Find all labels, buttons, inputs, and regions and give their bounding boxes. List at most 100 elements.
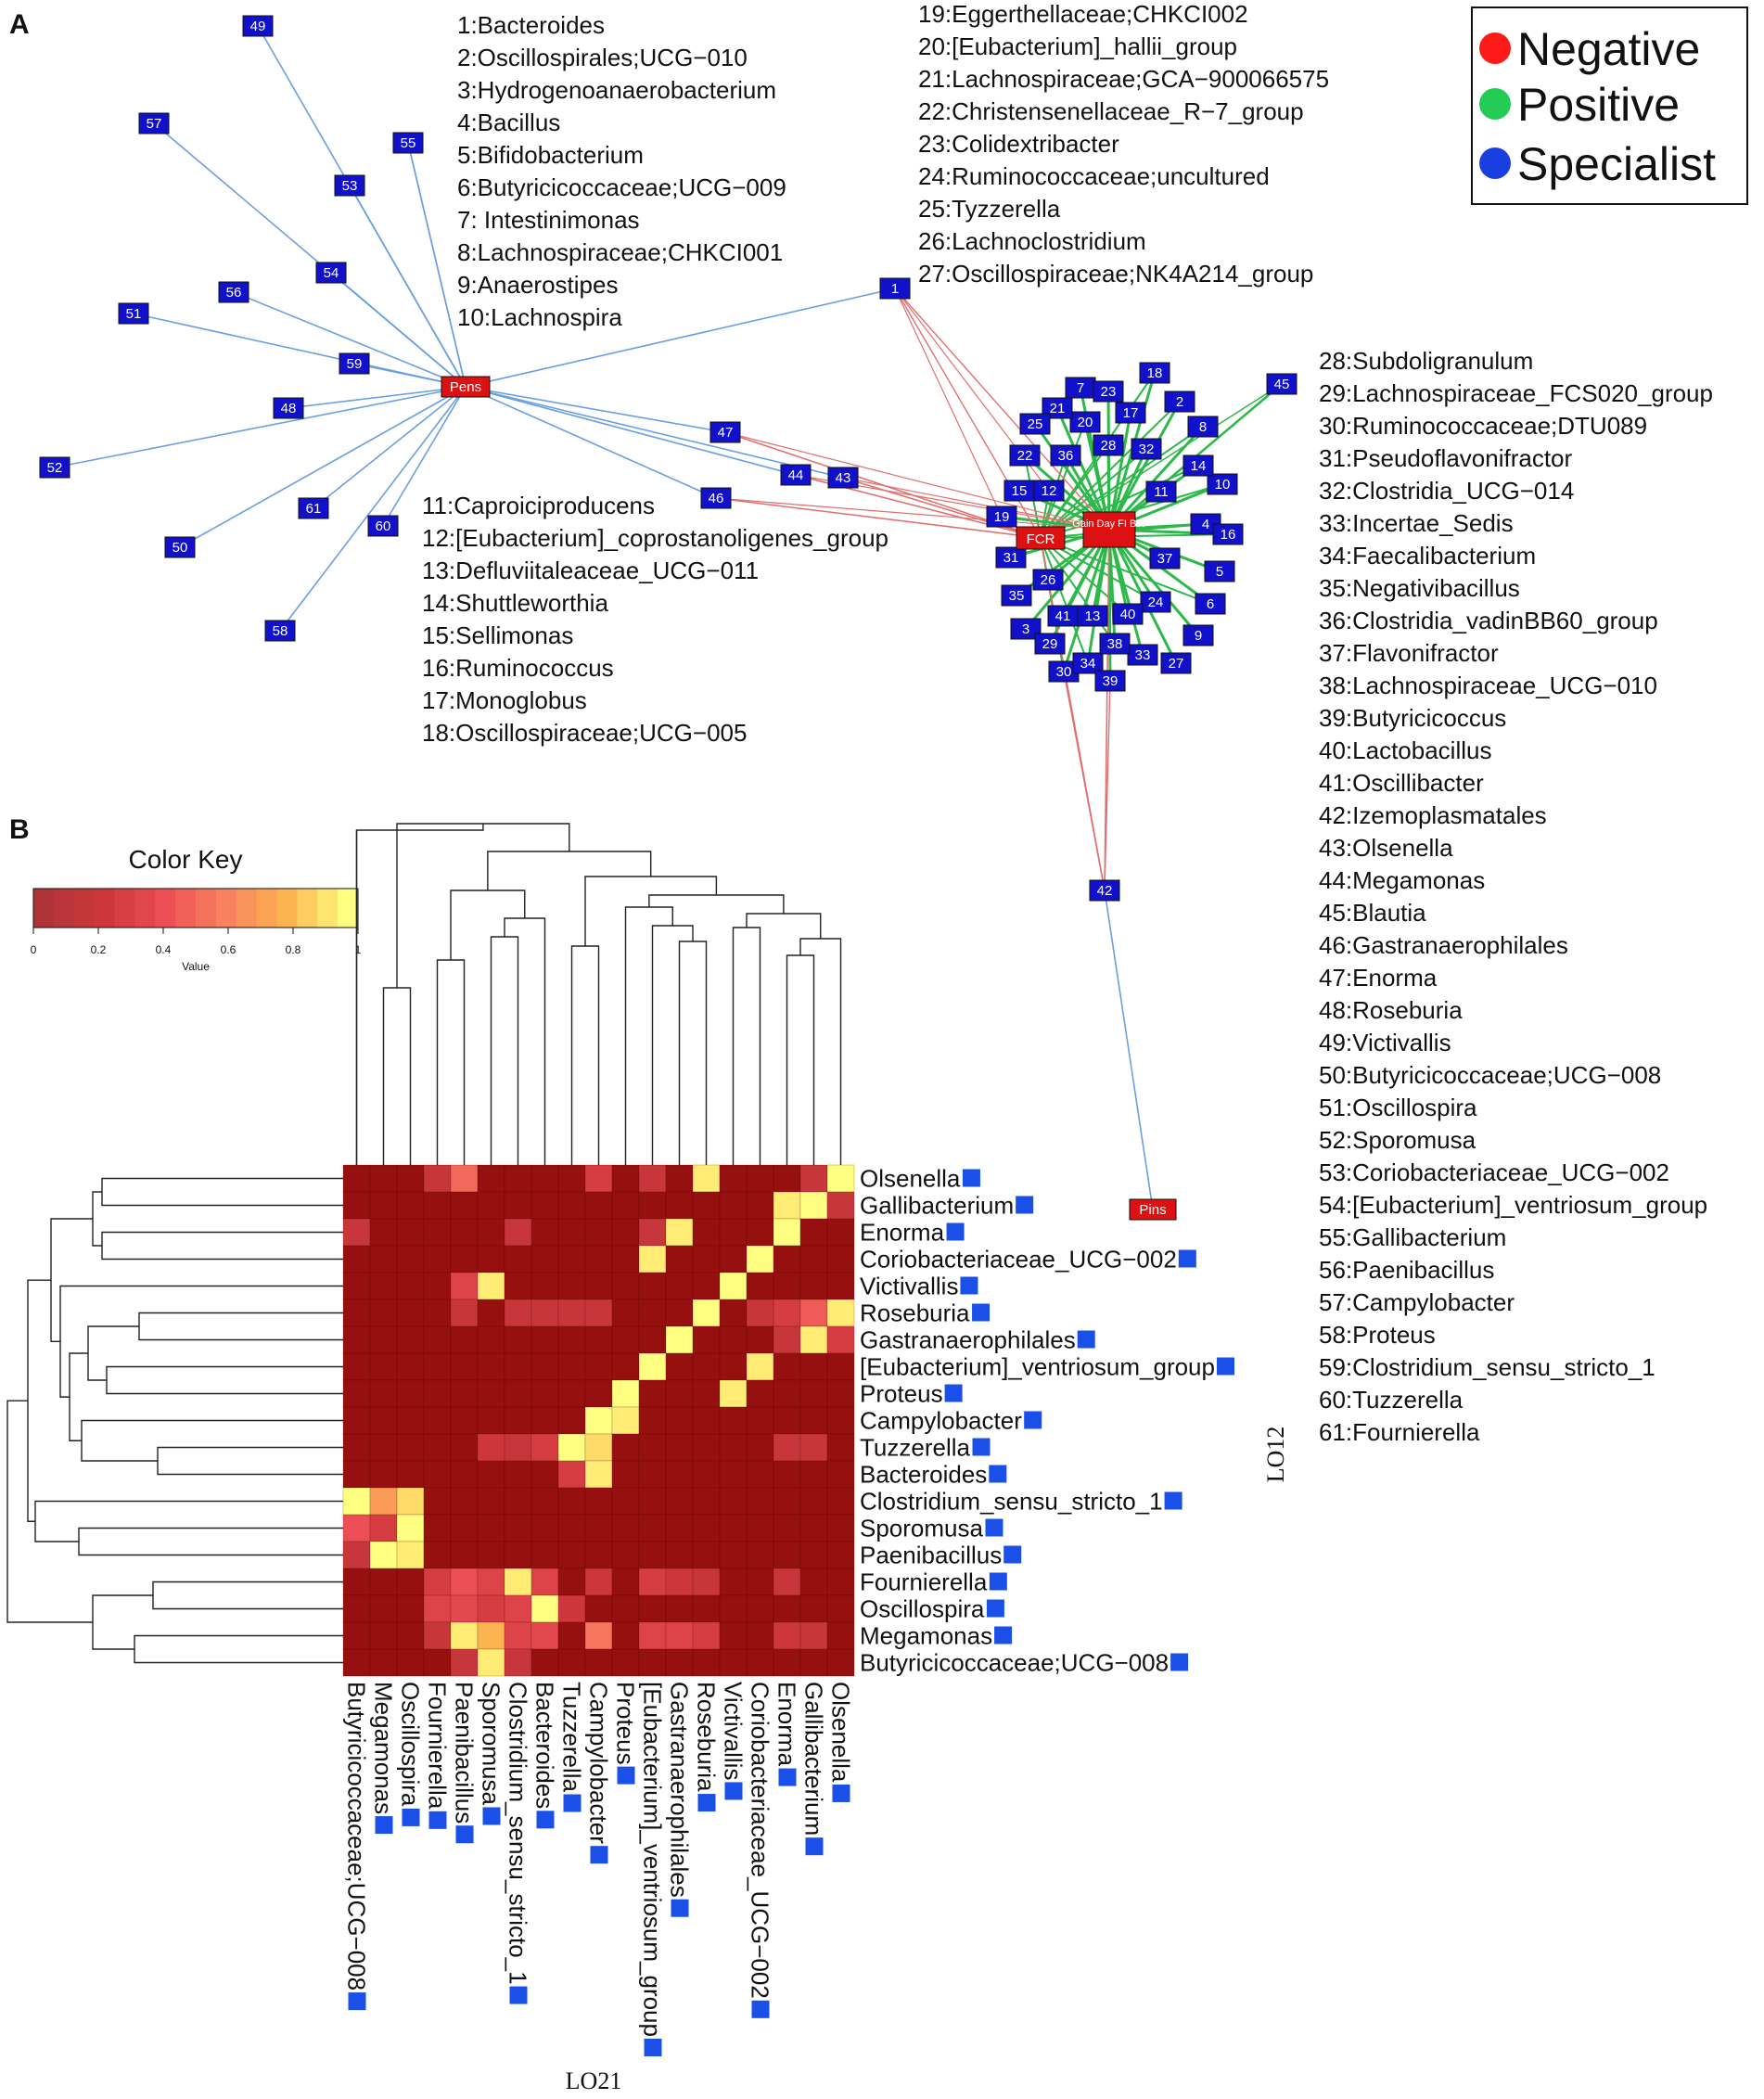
node-23[interactable]: 23 [1093,380,1124,403]
heatmap-cell [584,1352,613,1381]
heatmap-cell [342,1164,371,1193]
node-2[interactable]: 2 [1164,390,1195,413]
node-22[interactable]: 22 [1009,444,1041,467]
node-48[interactable]: 48 [273,397,304,419]
heatmap-cell [773,1460,801,1489]
node-58[interactable]: 58 [264,620,296,642]
node-35[interactable]: 35 [1001,584,1032,607]
taxa-item: 4:Bacillus [457,109,560,136]
node-19[interactable]: 19 [986,506,1017,528]
hub-pins[interactable]: Pins [1129,1198,1177,1221]
heatmap-cell [342,1379,371,1408]
node-59[interactable]: 59 [339,352,370,375]
node-60[interactable]: 60 [367,515,399,537]
taxa-item: 14:Shuttleworthia [422,589,608,617]
color-key-swatch [114,889,135,928]
row-label: Butyricicoccaceae;UCG−008 [860,1649,1169,1677]
node-id: 35 [1009,588,1025,604]
node-id: 24 [1148,595,1164,610]
node-28[interactable]: 28 [1093,434,1124,456]
taxa-item: 28:Subdoligranulum [1319,347,1533,375]
heatmap-cell [826,1406,855,1435]
heatmap-cell [342,1541,371,1569]
node-42[interactable]: 42 [1089,879,1120,902]
node-55[interactable]: 55 [392,132,424,154]
node-45[interactable]: 45 [1266,373,1297,395]
node-33[interactable]: 33 [1127,644,1158,666]
node-14[interactable]: 14 [1182,454,1214,477]
heatmap-cell [450,1164,479,1193]
color-key-swatch [73,889,96,928]
node-17[interactable]: 17 [1115,402,1146,424]
node-51[interactable]: 51 [118,302,149,325]
col-label: Campylobacter [585,1682,613,1864]
node-34[interactable]: 34 [1072,652,1104,674]
heatmap-cell [396,1352,425,1381]
heatmap-cell [773,1352,801,1381]
node-61[interactable]: 61 [298,497,329,519]
node-30[interactable]: 30 [1048,660,1080,683]
node-49[interactable]: 49 [242,15,274,37]
node-5[interactable]: 5 [1204,560,1235,582]
node-1[interactable]: 1 [879,277,911,300]
hub-gain-day-fi-bw[interactable]: Gain Day FI BW [1072,511,1146,548]
node-12[interactable]: 12 [1033,480,1065,502]
taxa-item: 32:Clostridia_UCG−014 [1319,477,1574,505]
row-label: Roseburia [860,1299,970,1327]
node-25[interactable]: 25 [1019,413,1051,435]
node-36[interactable]: 36 [1050,444,1081,467]
node-56[interactable]: 56 [218,281,249,303]
node-24[interactable]: 24 [1140,591,1171,613]
color-key-swatch [134,889,156,928]
node-15[interactable]: 15 [1003,480,1035,502]
heatmap-cell [773,1433,801,1462]
node-29[interactable]: 29 [1034,633,1066,655]
node-16[interactable]: 16 [1212,523,1244,545]
node-44[interactable]: 44 [780,464,812,486]
node-11[interactable]: 11 [1145,480,1177,503]
dendrogram-link [786,954,815,1165]
node-43[interactable]: 43 [827,467,859,489]
node-id: 50 [173,540,188,556]
taxa-item: 50:Butyricicoccaceae;UCG−008 [1319,1061,1661,1089]
node-53[interactable]: 53 [334,174,365,197]
heatmap-cell [557,1594,586,1623]
heatmap-cell [799,1379,828,1408]
node-47[interactable]: 47 [709,421,741,443]
node-41[interactable]: 41 [1047,605,1079,627]
node-26[interactable]: 26 [1032,569,1064,591]
node-8[interactable]: 8 [1187,416,1219,438]
col-label-marker [671,1899,689,1917]
node-id: 59 [347,356,363,372]
node-50[interactable]: 50 [164,536,196,558]
hub-fcr[interactable]: FCR [1016,526,1066,550]
node-6[interactable]: 6 [1195,593,1226,615]
node-20[interactable]: 20 [1069,411,1101,433]
heatmap-cell [584,1218,613,1247]
heatmap-cell [826,1433,855,1462]
node-7[interactable]: 7 [1065,377,1096,399]
node-37[interactable]: 37 [1149,547,1181,570]
node-54[interactable]: 54 [315,262,347,284]
heatmap-cell [369,1433,398,1462]
node-31[interactable]: 31 [995,546,1027,569]
hub-pens[interactable]: Pens [441,376,491,398]
node-27[interactable]: 27 [1160,652,1192,674]
node-39[interactable]: 39 [1094,670,1126,692]
node-10[interactable]: 10 [1207,473,1238,495]
node-40[interactable]: 40 [1112,603,1144,625]
heatmap-cell [826,1648,855,1677]
row-label: [Eubacterium]_ventriosum_group [860,1353,1215,1381]
heatmap-cell [719,1272,748,1300]
node-32[interactable]: 32 [1131,438,1162,460]
node-3[interactable]: 3 [1010,618,1042,640]
node-57[interactable]: 57 [138,112,170,134]
node-9[interactable]: 9 [1182,624,1214,646]
node-52[interactable]: 52 [39,456,70,479]
node-46[interactable]: 46 [700,487,732,509]
column-dendrogram [355,823,842,1165]
node-18[interactable]: 18 [1139,362,1170,384]
node-13[interactable]: 13 [1077,605,1108,627]
node-38[interactable]: 38 [1099,633,1131,655]
